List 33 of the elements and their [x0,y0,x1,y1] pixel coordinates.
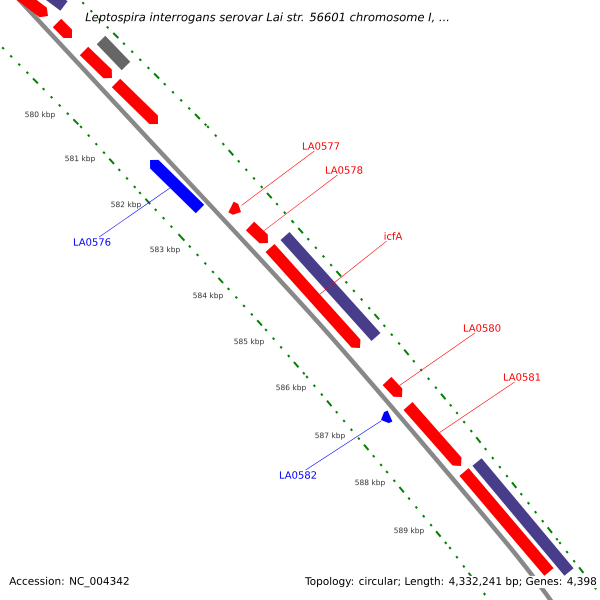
gene-feature [381,410,392,424]
footer-text: Topology: circular; Length: 4,332,241 bp; Genes: 4,398 [304,576,598,588]
gene-feature [382,376,402,397]
title: Leptospira interrogans serovar Lai str. 56601 chromosome I, ... [86,12,448,24]
leader-line [305,420,382,470]
gene-feature [150,160,204,214]
gene-label: LA0576 [74,238,110,246]
leader-line [241,150,315,206]
footer-text: Accession: NC_004342 [9,576,129,588]
gene-feature [96,36,130,70]
gene-feature [16,0,48,18]
gene-label: LA0582 [280,471,316,479]
gene-feature [459,468,554,576]
leader-line [98,188,170,238]
gene-label: icfA [384,232,402,240]
gene-feature [246,222,268,244]
leader-line [399,332,476,386]
leader-line [264,174,338,231]
gene-feature [52,18,72,38]
gene-feature [404,402,462,466]
leader-line [320,240,387,294]
gene-feature [80,46,112,78]
gene-label: LA0578 [326,166,362,174]
gene-feature [112,78,158,124]
gene-feature [472,458,574,576]
leader-line [439,382,515,433]
gene-feature [228,202,241,215]
gene-label: LA0580 [464,324,500,332]
gene-label: LA0581 [504,373,540,381]
gene-label: LA0577 [302,142,340,150]
gene-feature [280,232,380,341]
gene-feature [266,244,360,348]
gene-feature [44,0,68,11]
